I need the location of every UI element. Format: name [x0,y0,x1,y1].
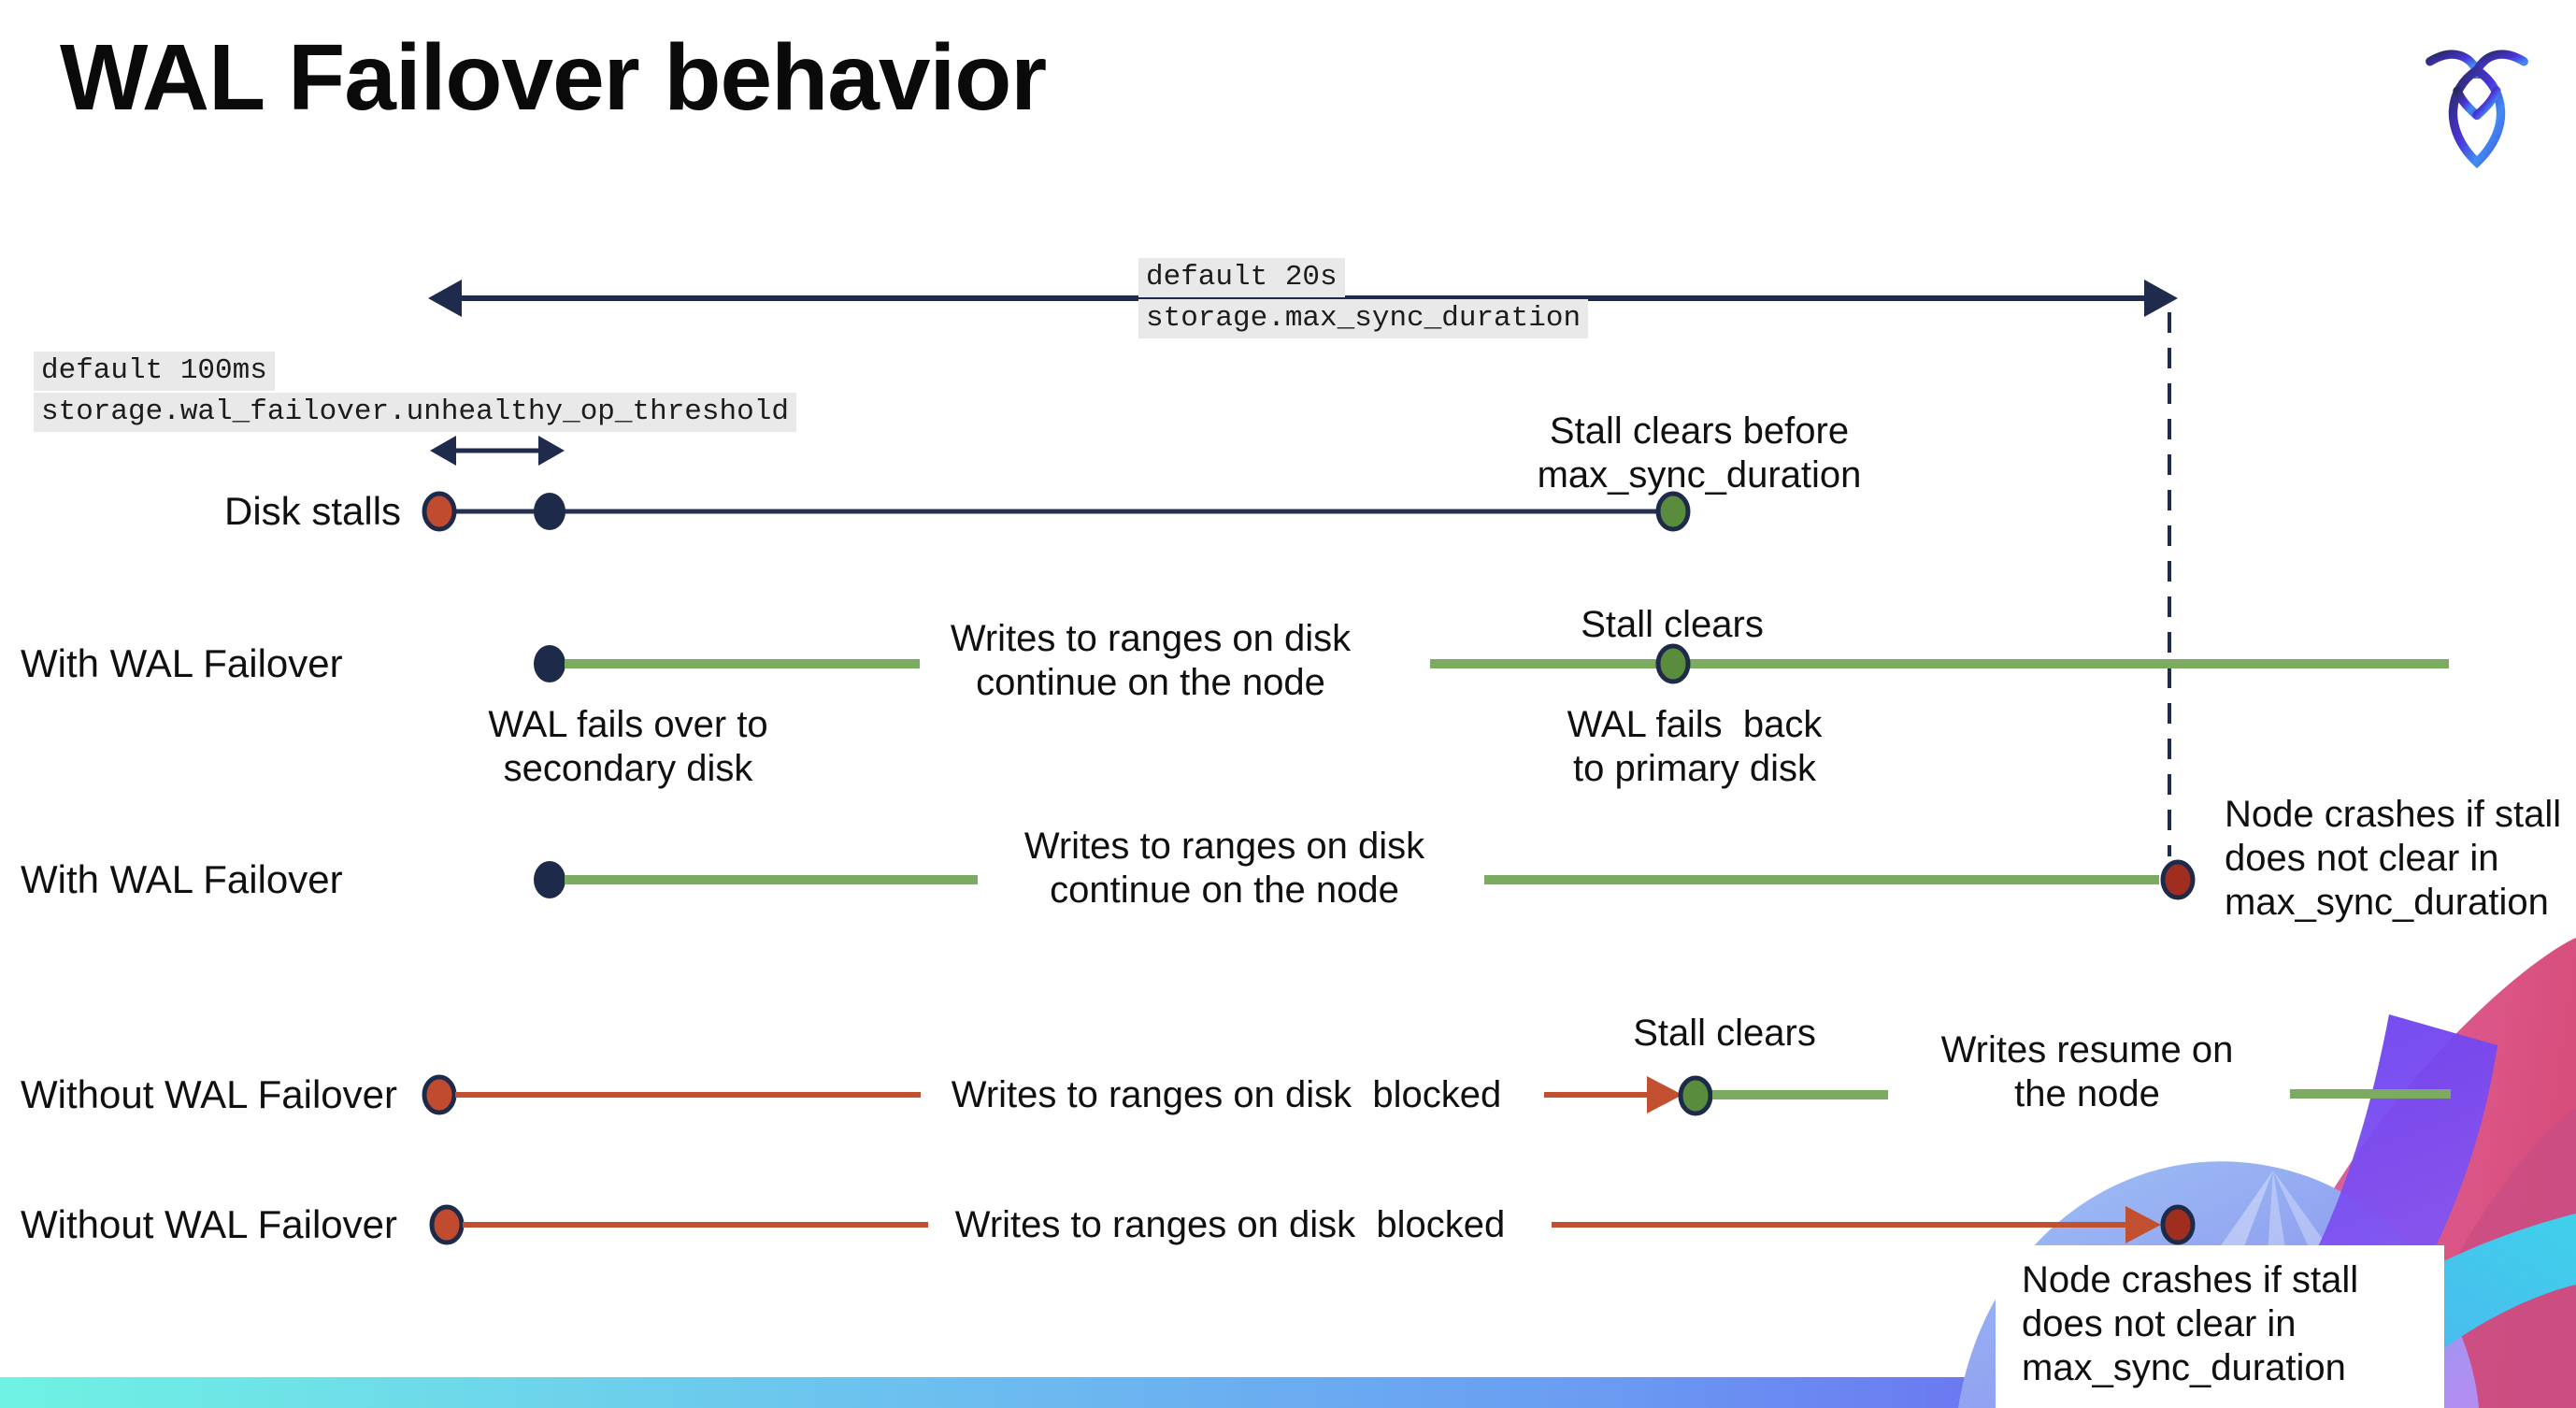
failover-dot [534,645,565,682]
arrowhead-right-icon [2144,280,2178,317]
arrowhead-left-icon [430,436,456,466]
callout-writes-blocked-1: Writes to ranges on disk blocked [951,1074,1502,1115]
red-arrowhead-icon [1647,1076,1682,1113]
timeline-without-wal-failover-1 [422,1074,2451,1116]
node-crash-dot [2160,859,2196,900]
red-arrowhead-icon [2125,1206,2161,1243]
max-sync-default-label: default 20s [1138,258,1345,297]
timeline-disk-stalls [422,491,1691,532]
row-label-without-wal-failover-2: Without WAL Failover [21,1202,397,1246]
failover-dot [534,861,565,898]
stall-clears-dot [1655,643,1691,684]
row-label-with-wal-failover-1: With WAL Failover [21,641,343,685]
max-sync-duration-arrow [428,280,2178,317]
unhealthy-op-default-label: default 100ms [34,352,275,391]
callout-writes-resume: Writes resume on the node [1940,1029,2234,1114]
timeline-with-wal-failover-2 [534,859,2196,900]
node-crash-dot [2160,1204,2196,1245]
unhealthy-op-setting-label: storage.wal_failover.unhealthy_op_thresh… [34,393,796,432]
page-title: WAL Failover behavior [60,25,1047,130]
node-crashes-callout-box: Node crashes if stall does not clear in … [1996,1245,2444,1408]
callout-stall-clears-1: Stall clears [1581,604,1764,645]
callout-wal-fails-back: WAL fails back to primary disk [1567,704,1823,789]
callout-writes-continue-1: Writes to ranges on disk continue on the… [950,618,1352,703]
threshold-dot [534,493,565,530]
callout-writes-continue-2: Writes to ranges on disk continue on the… [1023,826,1425,911]
callout-node-crashes-1: Node crashes if stall does not clear in … [2225,794,2562,923]
callout-writes-blocked-2: Writes to ranges on disk blocked [954,1204,1506,1245]
timeline-without-wal-failover-2 [429,1204,2196,1245]
arrowhead-right-icon [538,436,565,466]
callout-node-crashes-2: Node crashes if stall does not clear in … [2022,1259,2359,1388]
stall-clears-dot [1655,491,1691,532]
row-label-disk-stalls: Disk stalls [224,489,402,533]
disk-stall-start-dot [422,1074,457,1115]
disk-stall-start-dot [429,1204,465,1245]
callout-stall-clears-before: Stall clears before max_sync_duration [1537,410,1862,496]
row-label-with-wal-failover-2: With WAL Failover [21,857,343,901]
callout-stall-clears-2: Stall clears [1633,1013,1816,1054]
unhealthy-op-threshold-arrow [430,436,565,466]
stall-clears-dot [1678,1075,1713,1116]
max-sync-setting-label: storage.max_sync_duration [1138,299,1589,338]
arrowhead-left-icon [428,280,462,317]
disk-stall-start-dot [422,491,457,532]
row-label-without-wal-failover-1: Without WAL Failover [21,1072,397,1116]
timeline-with-wal-failover-1 [534,643,2449,684]
callout-wal-fails-over: WAL fails over to secondary disk [488,704,768,789]
cockroachdb-logo-icon [2426,50,2528,169]
